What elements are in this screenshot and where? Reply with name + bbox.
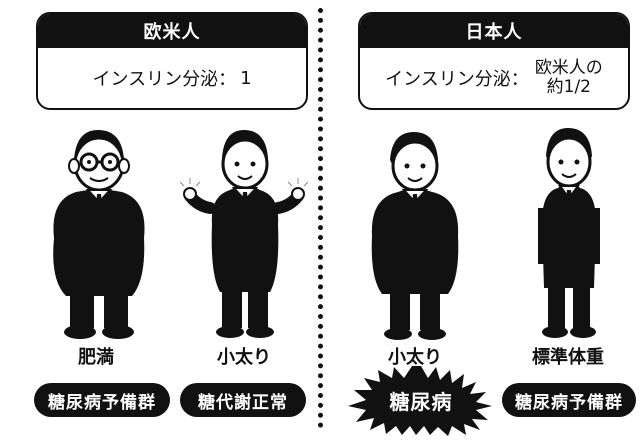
- figure-label-obese: 肥満: [78, 347, 114, 368]
- status-burst-label: 糖尿病: [389, 389, 453, 414]
- westerners-info-box: 欧米人 インスリン分泌： 1: [36, 12, 308, 110]
- figure-label-standard-weight: 標準体重: [532, 347, 604, 368]
- group-divider: [318, 8, 323, 428]
- japanese-title: 日本人: [360, 14, 628, 48]
- person-plump-icon: [360, 124, 470, 342]
- japanese-panel: 日本人 インスリン分泌： 欧米人の 約1/2: [358, 12, 630, 110]
- status-pill-prediabetes-western: 糖尿病予備群: [34, 383, 170, 417]
- westerners-insulin-row: インスリン分泌： 1: [38, 48, 306, 108]
- person-plump-shrug-icon: [180, 124, 308, 342]
- japanese-info-box: 日本人 インスリン分泌： 欧米人の 約1/2: [358, 12, 630, 110]
- status-burst-diabetes: 糖尿病: [346, 364, 496, 436]
- westerners-title: 欧米人: [38, 14, 306, 48]
- westerners-insulin-value: 1: [240, 67, 252, 89]
- westerners-panel: 欧米人 インスリン分泌： 1: [36, 12, 308, 110]
- figure-label-plump-western: 小太り: [217, 347, 271, 368]
- japanese-insulin-label: インスリン分泌：: [385, 69, 529, 90]
- japanese-insulin-row: インスリン分泌： 欧米人の 約1/2: [360, 48, 628, 108]
- westerners-insulin-label: インスリン分泌：: [92, 69, 237, 90]
- japanese-insulin-value: 欧米人の 約1/2: [534, 58, 603, 97]
- status-pill-prediabetes-japanese: 糖尿病予備群: [502, 383, 636, 417]
- figure-label-plump-japanese: 小太り: [388, 347, 442, 368]
- person-slim-icon: [520, 122, 616, 342]
- burst-icon: [348, 366, 492, 436]
- person-obese-glasses-icon: [36, 120, 160, 342]
- status-pill-normal-metabolism: 糖代謝正常: [180, 383, 306, 417]
